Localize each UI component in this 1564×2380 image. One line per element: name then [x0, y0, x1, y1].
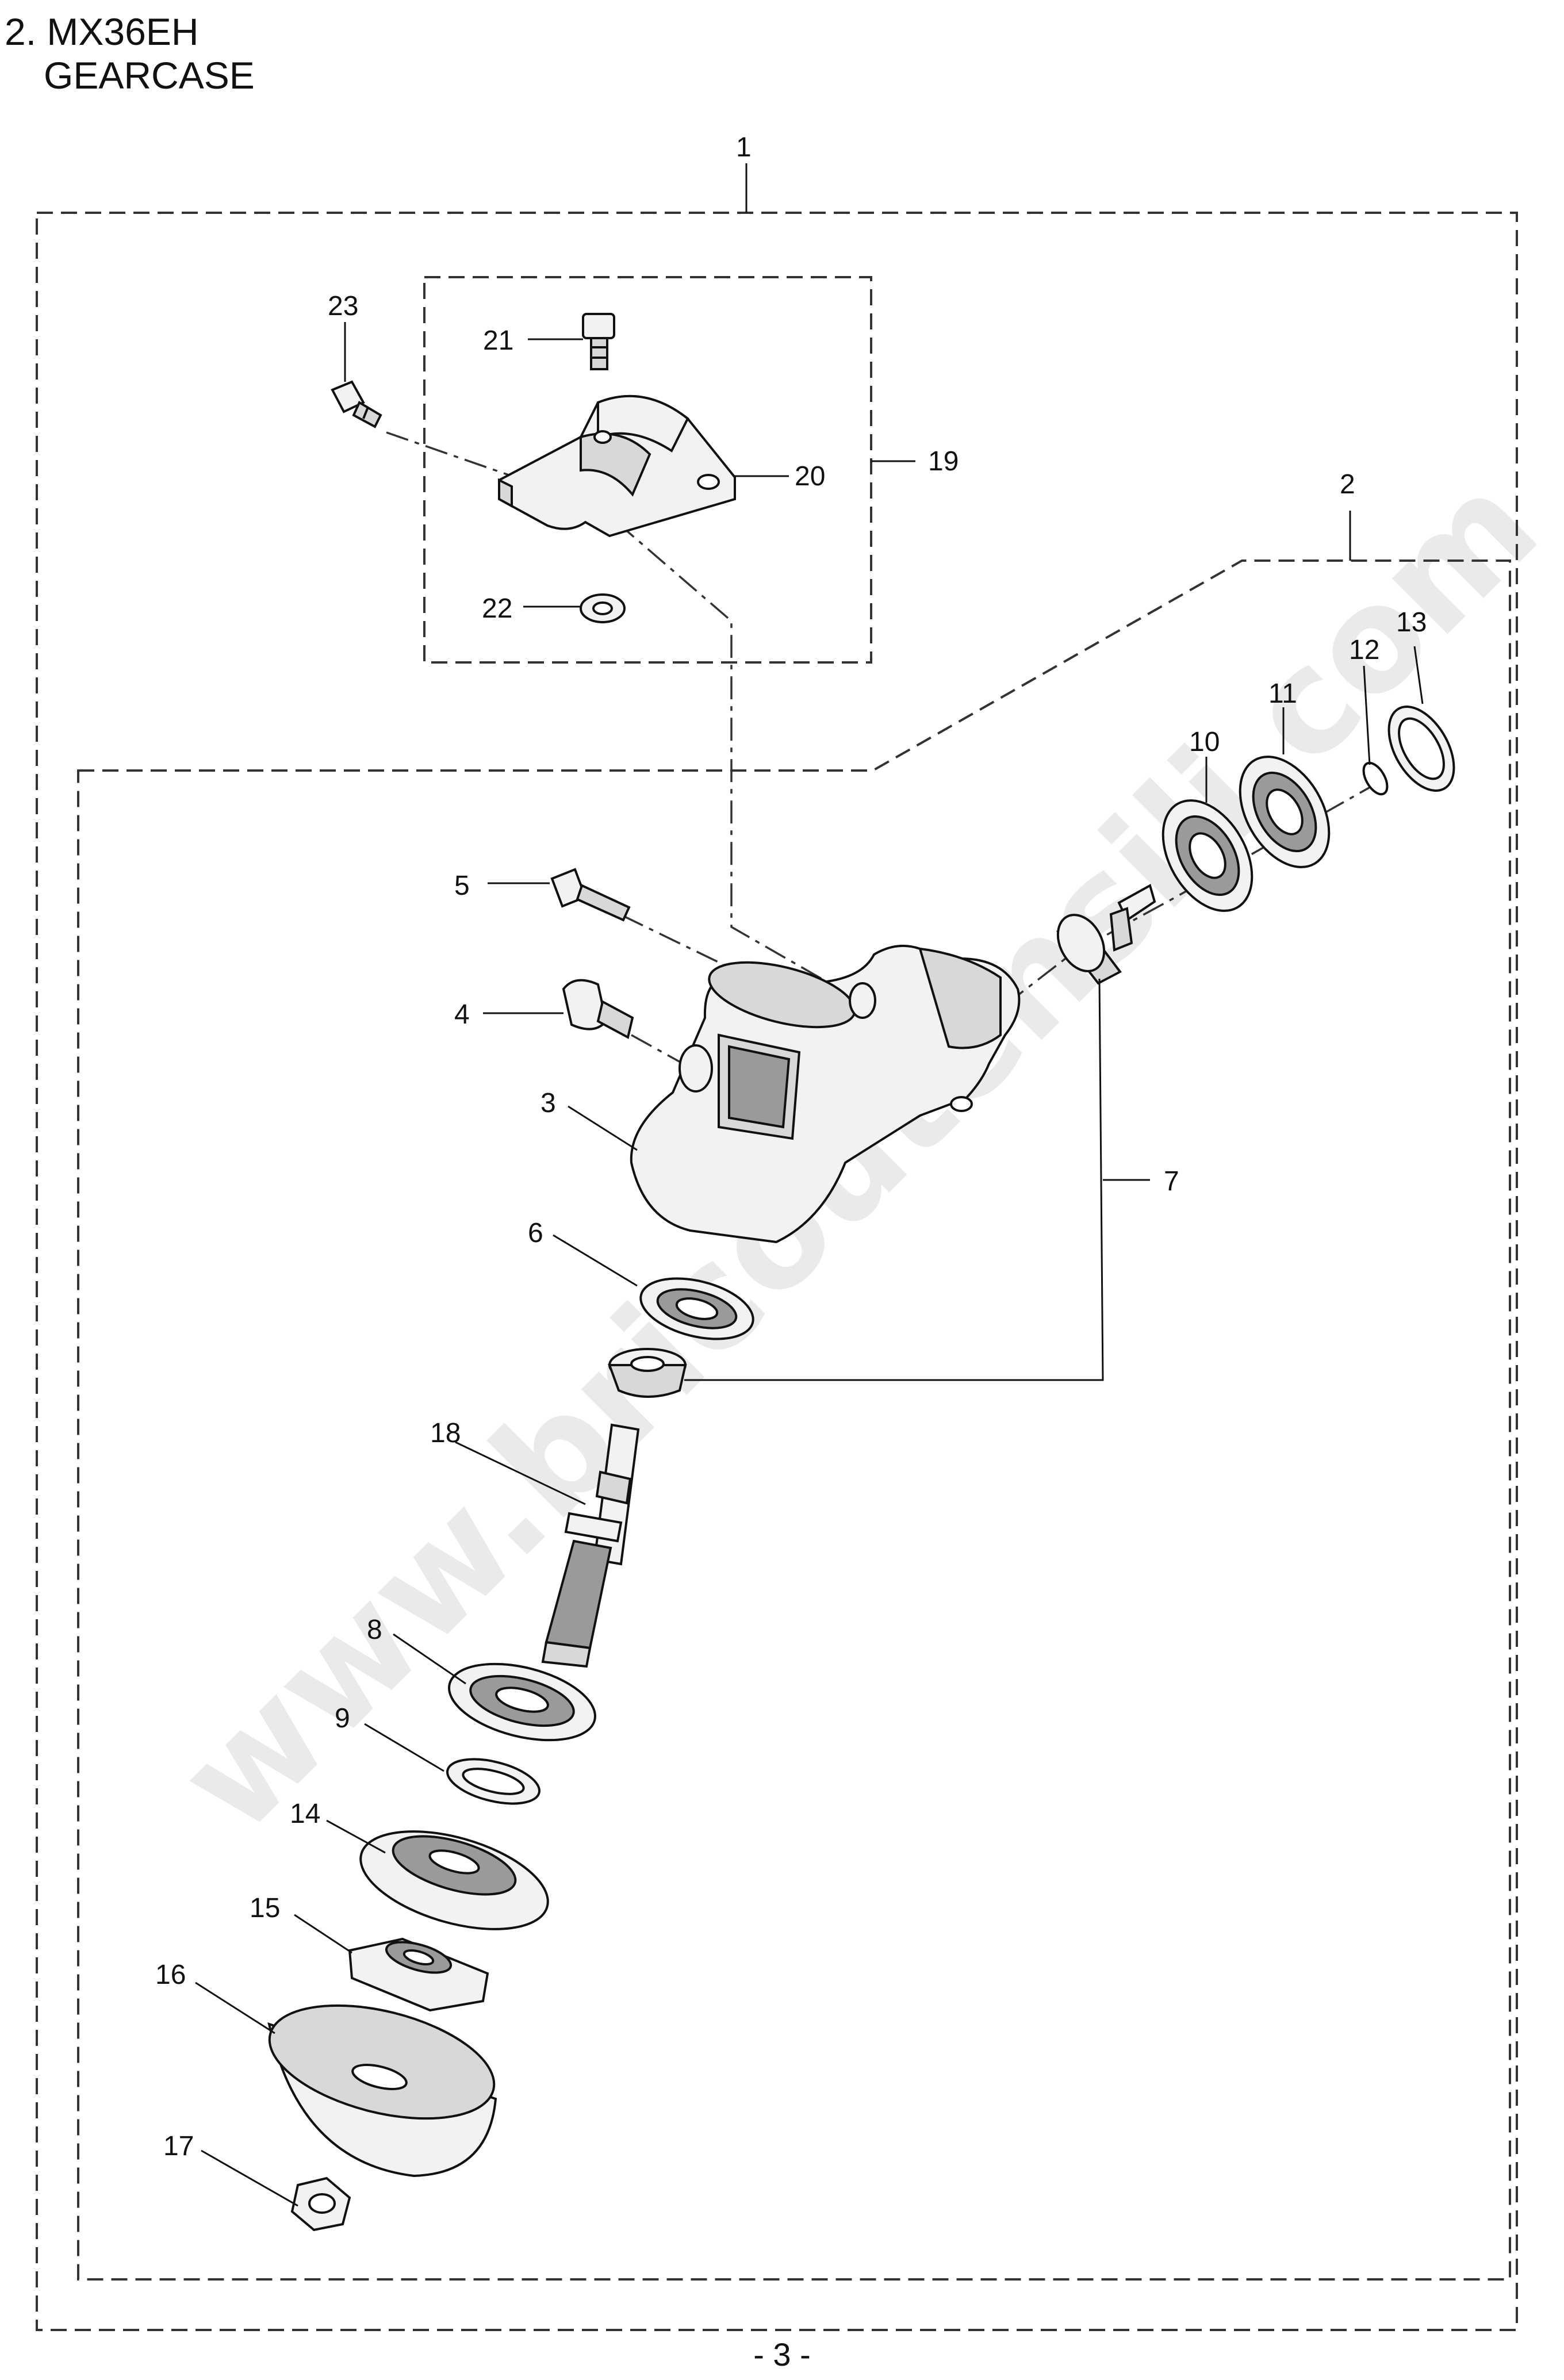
callout-10: 10	[1189, 727, 1220, 757]
diagram-title: 2. MX36EH	[5, 10, 199, 53]
callout-15: 15	[250, 1893, 280, 1923]
part-17-nut	[290, 2176, 351, 2232]
callout-20: 20	[795, 461, 825, 492]
part-7-pinion-gear	[1056, 884, 1156, 985]
callout-5: 5	[454, 871, 470, 901]
part-16-cup	[267, 2004, 497, 2178]
part-5-bolt	[550, 868, 631, 922]
part-22-lock-washer	[580, 593, 626, 623]
part-21-bolt	[582, 313, 615, 370]
callout-2: 2	[1340, 469, 1355, 500]
axis-clamp	[386, 431, 840, 990]
leader-17	[201, 2149, 298, 2207]
callout-6: 6	[528, 1218, 543, 1248]
callout-labels: 1 2 3 4 5 6 7 8 9 10 11 12 13 14 15 16 1…	[155, 132, 1427, 2161]
callout-22: 22	[482, 593, 512, 624]
callout-7: 7	[1164, 1166, 1179, 1197]
diagram-subtitle: GEARCASE	[44, 54, 255, 97]
leader-3	[568, 1105, 638, 1151]
leader-7	[684, 978, 1150, 1381]
leader-9	[364, 1723, 444, 1772]
callout-16: 16	[155, 1960, 186, 1990]
callout-19: 19	[928, 446, 959, 477]
leader-lines	[195, 322, 1424, 2207]
part-4-plug	[562, 979, 634, 1039]
part-20-clamp	[498, 394, 736, 538]
callout-23: 23	[328, 291, 358, 321]
callout-21: 21	[483, 325, 513, 356]
assembly-box-19	[423, 276, 872, 664]
callout-13: 13	[1396, 607, 1427, 638]
callout-12: 12	[1349, 635, 1379, 665]
part-3-gearcase	[630, 944, 1021, 1244]
callout-18: 18	[430, 1418, 461, 1448]
assembly-box-2	[77, 559, 1511, 2281]
callout-11: 11	[1268, 679, 1297, 709]
callout-17: 17	[163, 2131, 194, 2161]
callout-1: 1	[736, 132, 752, 163]
callout-9: 9	[335, 1703, 350, 1734]
callout-14: 14	[290, 1799, 320, 1829]
part-14-holder-plate	[359, 1830, 549, 1930]
leader-12	[1363, 665, 1371, 765]
part-13-circlip	[1387, 706, 1455, 792]
page-number: - 3 -	[753, 2336, 811, 2373]
callout-8: 8	[367, 1615, 382, 1645]
part-10-bearing	[1162, 799, 1254, 912]
part-15-washer	[348, 1937, 489, 2012]
leader-16	[195, 1982, 275, 2034]
part-7-bevel-gear	[608, 1348, 687, 1398]
part-8-bearing	[448, 1662, 596, 1742]
part-23-bolt	[331, 380, 382, 428]
part-11-bearing	[1239, 756, 1331, 868]
part-6-bearing	[639, 1277, 754, 1340]
part-9-snap-ring	[446, 1758, 540, 1805]
callout-4: 4	[454, 999, 470, 1030]
leader-6	[553, 1234, 638, 1287]
part-18-shaft	[541, 1423, 640, 1668]
leader-13	[1413, 646, 1424, 704]
leader-8	[393, 1633, 466, 1685]
leader-14	[326, 1819, 386, 1854]
part-12-snap-ring	[1362, 761, 1389, 796]
callout-3: 3	[540, 1088, 556, 1118]
leader-15	[294, 1914, 352, 1954]
assembly-box-1	[36, 212, 1518, 2331]
leader-18	[455, 1441, 586, 1505]
